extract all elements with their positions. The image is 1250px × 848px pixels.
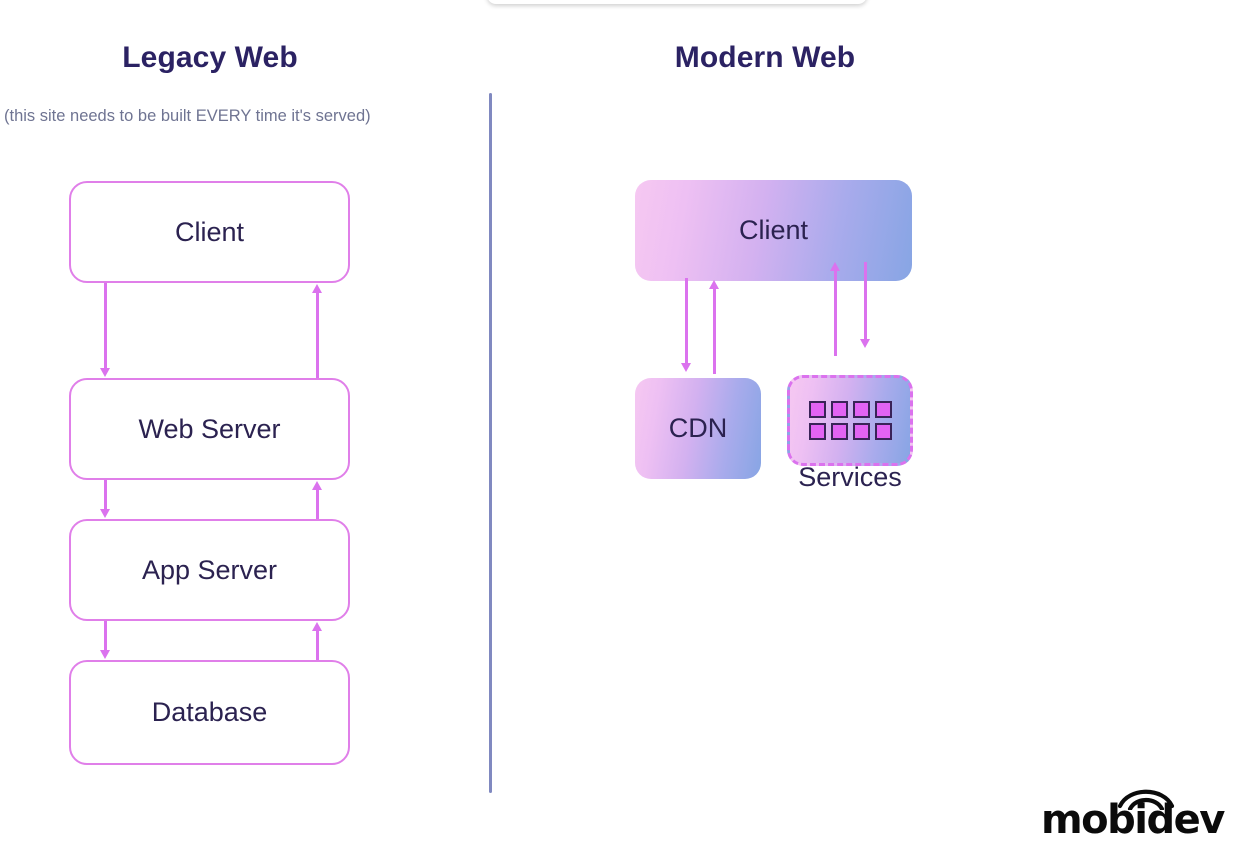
arrow-client-to-cdn — [685, 278, 688, 364]
arrow-app-server-to-database — [104, 621, 107, 651]
arrow-services-to-client — [834, 270, 837, 356]
mobidev-wordmark: mobidev — [1041, 797, 1225, 843]
arrow-client-to-web-server — [104, 283, 107, 369]
node-legacy-app-server[interactable]: App Server — [69, 519, 350, 621]
node-legacy-web-server[interactable]: Web Server — [69, 378, 350, 480]
arrow-client-to-services — [864, 262, 867, 340]
services-tile-grid — [808, 401, 892, 440]
cropped-toolbar-chip — [487, 0, 867, 4]
modern-column-title: Modern Web — [674, 41, 856, 74]
arrow-database-to-app-server — [316, 630, 319, 660]
legacy-column-subtitle: (this site needs to be built EVERY time … — [4, 107, 371, 125]
service-tile — [874, 423, 892, 440]
column-divider — [489, 93, 492, 793]
services-label: Services — [798, 462, 902, 492]
node-modern-client[interactable]: Client — [635, 180, 912, 281]
service-tile — [852, 423, 870, 440]
node-modern-cdn[interactable]: CDN — [635, 378, 761, 479]
service-tile — [852, 401, 870, 418]
service-tile — [830, 401, 848, 418]
arrow-web-server-to-app-server — [104, 480, 107, 510]
service-tile — [830, 423, 848, 440]
wifi-arc-icon — [1117, 789, 1175, 810]
mobidev-logo: mobidev — [1041, 789, 1231, 843]
node-legacy-database[interactable]: Database — [69, 660, 350, 765]
node-modern-services[interactable] — [787, 375, 913, 466]
arrow-cdn-to-client — [713, 288, 716, 374]
legacy-column-title: Legacy Web — [122, 41, 298, 74]
arrow-web-server-to-client — [316, 292, 319, 378]
arrow-app-server-to-web-server — [316, 489, 319, 519]
service-tile — [808, 423, 826, 440]
node-legacy-client[interactable]: Client — [69, 181, 350, 283]
service-tile — [808, 401, 826, 418]
service-tile — [874, 401, 892, 418]
